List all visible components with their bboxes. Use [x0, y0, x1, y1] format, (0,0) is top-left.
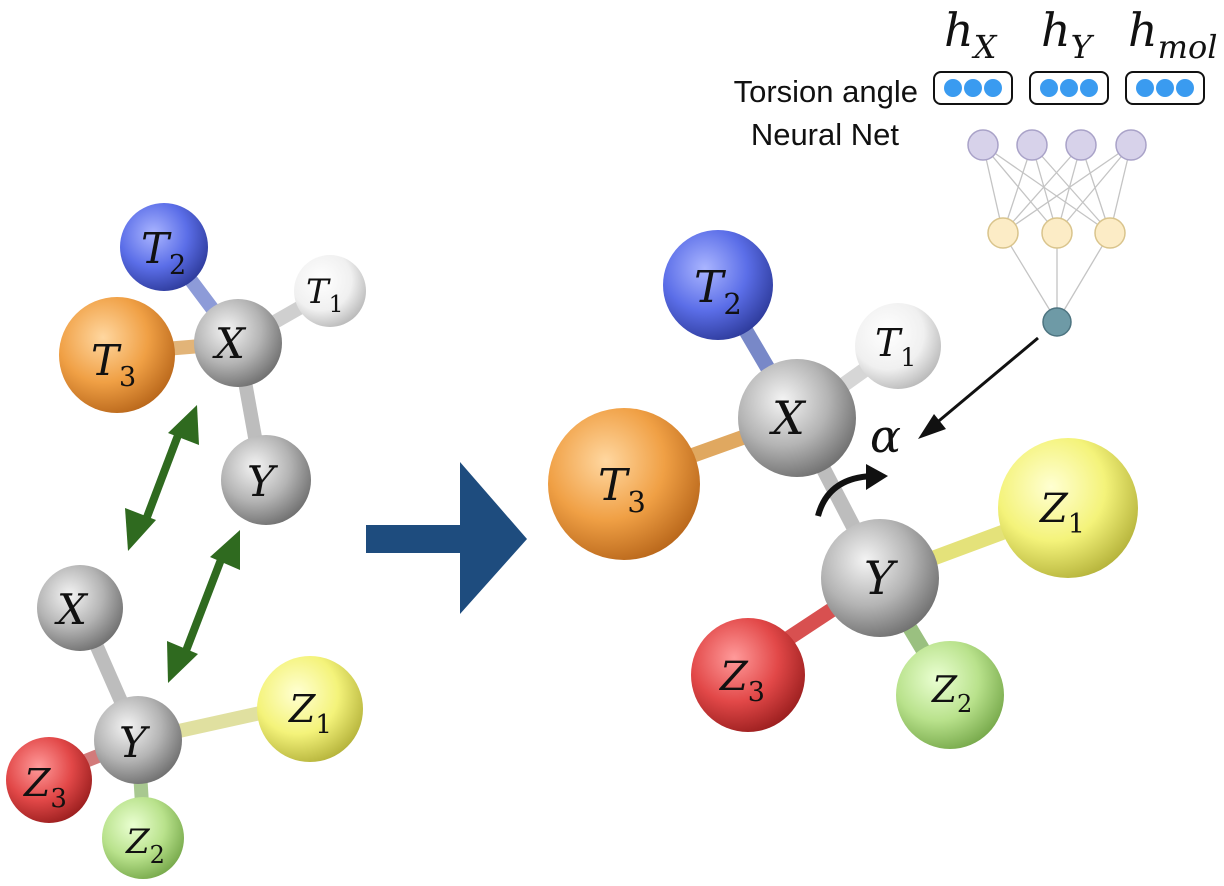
atom-x: [37, 565, 123, 651]
label-t1: T1: [306, 272, 343, 318]
atom-t1: [294, 255, 366, 327]
label-z1: Z1: [288, 687, 332, 740]
label-alpha: α: [870, 409, 901, 463]
embedding-label-hx: hX: [944, 3, 998, 66]
label-z3: Z3: [23, 761, 67, 814]
output-to-alpha-arrow: [927, 336, 1039, 432]
atom-z3: [6, 737, 92, 823]
atom-t2: [120, 203, 208, 291]
label-z3: Z3: [718, 654, 765, 708]
label-z2: Z2: [125, 822, 165, 869]
label-t1: T1: [875, 321, 916, 372]
atom-z2: [102, 797, 184, 879]
nn-input-layer: [967, 129, 1147, 161]
label-x: X: [769, 391, 807, 445]
atom-z1: [998, 438, 1138, 578]
label-x: X: [54, 585, 89, 634]
atom-y: [821, 519, 939, 637]
label-z1: Z1: [1038, 486, 1085, 540]
embedding-vector-hmol: [1125, 71, 1205, 105]
combined-molecule: T2 T1 X T3 Z1 Y Z3 Z2 α: [548, 230, 1138, 749]
output-arrow-head: [918, 414, 946, 439]
label-y: Y: [247, 457, 279, 506]
atom-y: [94, 696, 182, 784]
atom-z3: [691, 618, 805, 732]
fragment-bottom: X Z1 Y Z3 Z2: [6, 565, 363, 879]
atom-x: [194, 299, 282, 387]
label-t3: T3: [598, 460, 646, 519]
atom-x: [738, 359, 856, 477]
embedding-label-hmol: hmol: [1128, 3, 1217, 66]
nn-label-line2: Neural Net: [751, 117, 900, 152]
atom-t3: [548, 408, 700, 560]
atom-t2: [663, 230, 773, 340]
atom-z1: [257, 656, 363, 762]
double-headed-arrow-icon: [125, 405, 199, 551]
label-z2: Z2: [931, 670, 972, 718]
curved-arrow-head: [866, 464, 888, 490]
atom-z2: [896, 641, 1004, 749]
embedding-vector-hx: [933, 71, 1013, 105]
right-arrow-icon: [366, 462, 527, 614]
double-headed-arrow-icon: [167, 530, 240, 683]
label-t2: T2: [141, 224, 186, 281]
atom-y: [221, 435, 311, 525]
nn-label-line1: Torsion angle: [734, 74, 918, 109]
fragment-top: T2 T1 T3 X Y: [59, 203, 366, 525]
label-t3: T3: [91, 336, 136, 393]
label-y: Y: [864, 551, 899, 605]
atom-t1: [855, 303, 941, 389]
label-x: X: [212, 319, 247, 368]
nn-hidden-layer: [987, 217, 1126, 249]
torsion-neural-net: Torsion angle Neural Net hX hY hmol: [734, 3, 1217, 439]
embedding-label-hy: hY: [1041, 3, 1095, 66]
embedding-vector-hy: [1029, 71, 1109, 105]
nn-output-node: [1042, 307, 1072, 337]
atom-t3: [59, 297, 175, 413]
label-y: Y: [119, 718, 151, 767]
label-t2: T2: [694, 262, 742, 321]
curved-arrow-icon: [815, 473, 873, 517]
